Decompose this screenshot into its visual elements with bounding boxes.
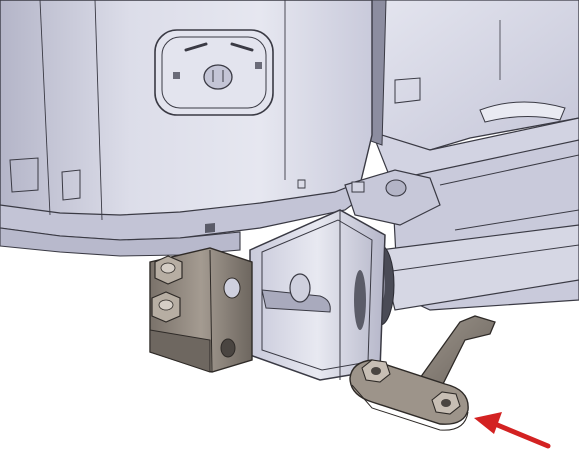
access-cover-plate <box>154 29 274 116</box>
clip-nut-right <box>431 391 461 415</box>
bolt-head-upper <box>154 255 183 285</box>
hinge-block <box>344 169 441 226</box>
left-bracket-with-bolts <box>149 247 253 373</box>
mounting-tube <box>249 209 386 381</box>
clip-nut-left <box>361 359 391 383</box>
spring-clip-plate <box>349 315 496 431</box>
bolt-head-lower <box>151 291 181 323</box>
indicator-arrow <box>474 412 551 449</box>
